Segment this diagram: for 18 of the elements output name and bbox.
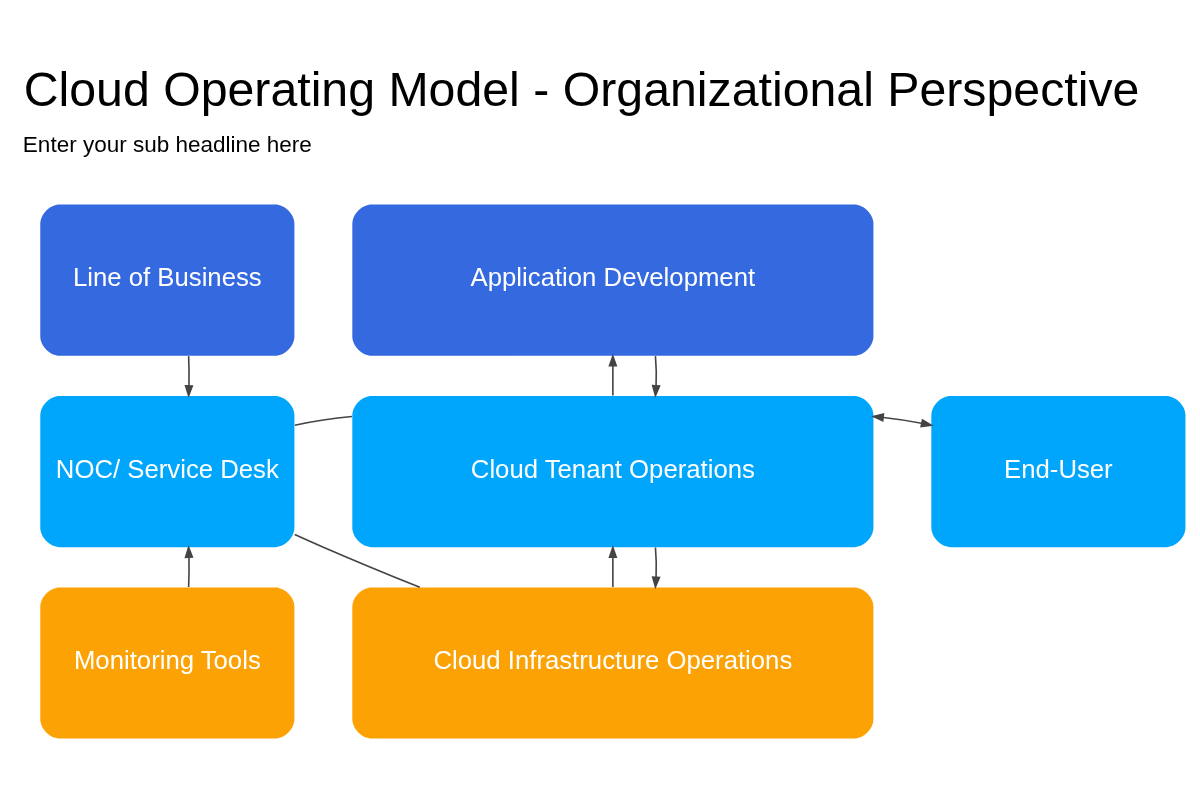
arrow (608, 545, 618, 588)
node-box: End-User (931, 396, 1186, 548)
node-box: Monitoring Tools (40, 587, 295, 739)
connector (293, 533, 421, 589)
node-box: NOC/ Service Desk (40, 396, 295, 548)
node-box: Cloud Infrastructure Operations (352, 587, 874, 739)
arrow (184, 355, 194, 398)
diagram-title: Cloud Operating Model - Organizational Perspective (23, 62, 1140, 117)
arrow (608, 353, 618, 397)
arrow (184, 545, 194, 588)
node-box: Application Development (352, 204, 874, 356)
arrow (871, 413, 934, 428)
arrow (651, 355, 661, 398)
arrow (651, 546, 661, 590)
label: Enter your sub headline here (22, 131, 312, 157)
node-box: Cloud Tenant Operations (352, 396, 874, 548)
node-box: Line of Business (40, 204, 295, 356)
connector (294, 415, 353, 427)
